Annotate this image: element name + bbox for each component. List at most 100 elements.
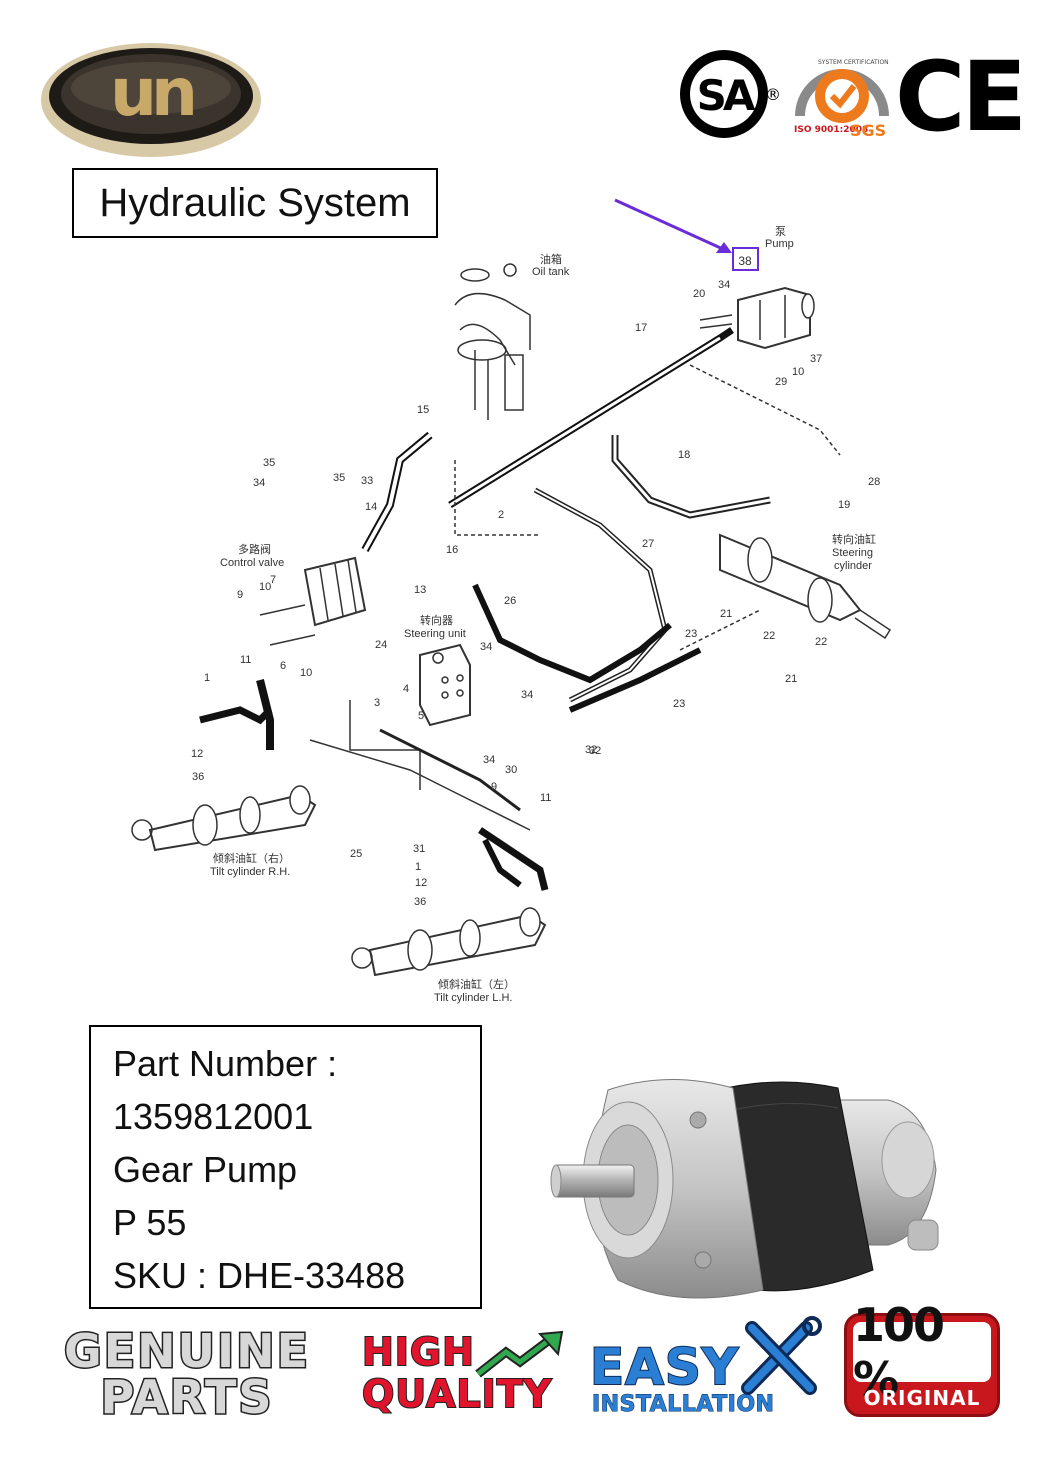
part-number-callout: 20 (693, 288, 705, 300)
part-number-callout: 21 (785, 673, 797, 685)
part-number-callout: 27 (642, 538, 654, 550)
part-number-callout: 16 (446, 544, 458, 556)
label-steering-cylinder-2: cylinder (834, 560, 872, 572)
part-number-callout: 19 (838, 499, 850, 511)
brand-logo-text: un (110, 54, 193, 131)
part-number-callout: 37 (810, 353, 822, 365)
part-number-callout: 10 (792, 366, 804, 378)
original-text: ORIGINAL (863, 1386, 981, 1410)
part-number-callout: 12 (191, 748, 203, 760)
highlight-number: 38 (738, 254, 752, 268)
registered-mark: ® (765, 85, 781, 104)
part-number-callout: 4 (403, 683, 409, 695)
part-number-callout: 11 (540, 792, 551, 804)
original-percent: 100 % (853, 1298, 991, 1406)
part-number-callout: 36 (414, 896, 426, 908)
part-number-callout: 24 (375, 639, 387, 651)
part-number-callout: 1 (204, 672, 210, 684)
part-number-callout: 15 (417, 404, 429, 416)
label-tilt-rh-cn: 倾斜油缸（右） (213, 851, 290, 865)
sgs-label: SGS (850, 121, 886, 140)
part-sku: SKU : DHE-33488 (113, 1255, 406, 1296)
tilt-cylinder-lh (351, 907, 547, 977)
label-tilt-lh: Tilt cylinder L.H. (434, 992, 512, 1004)
high-quality-badge: HIGH QUALITY (358, 1329, 570, 1420)
sgs-iso-badge: SYSTEM CERTIFICATION ISO 9001:2008 SGS (794, 59, 889, 140)
original-badge: 100 % ORIGINAL (844, 1298, 1000, 1417)
part-number-callouts: 34 20 17 37 10 29 15 18 28 19 35 34 35 33 14 2 16 27 7 1 3 10… (191, 279, 880, 908)
part-number-callout: 3 (374, 697, 380, 709)
part-number-callout: 31 (413, 843, 425, 855)
part-number-callout: 22 (763, 630, 775, 642)
hydraulic-diagram: 38 泵 Pump 油箱 Oil tank 多路阀 Control valve … (131, 198, 892, 1004)
part-number-callout: 9 (491, 781, 497, 793)
genuine-parts-badge: GENUINE PARTS (34, 1323, 340, 1426)
ce-mark-text: CE (895, 41, 1023, 153)
trend-up-icon (475, 1330, 564, 1378)
part-number-callout: 9 (237, 589, 243, 601)
oil-tank (454, 263, 531, 420)
control-valve (259, 556, 367, 646)
label-oil-tank-cn: 油箱 (540, 252, 562, 266)
label-tilt-rh: Tilt cylinder R.H. (210, 866, 290, 878)
parts-text: PARTS (99, 1369, 274, 1426)
part-number-value: 1359812001 (113, 1096, 314, 1137)
part-number-callout: 18 (678, 449, 690, 461)
part-number-callout: 22 (815, 636, 827, 648)
part-number-callout: 12 (415, 877, 427, 889)
part-number-callout: 28 (868, 476, 880, 488)
tools-icon (741, 1316, 822, 1395)
label-steering-unit: Steering unit (404, 628, 466, 640)
part-number-label: Part Number : (113, 1043, 338, 1084)
part-number-callout: 34 (483, 754, 495, 766)
installation-text: INSTALLATION (591, 1392, 775, 1418)
label-steering-unit-cn: 转向器 (420, 613, 453, 627)
label-oil-tank: Oil tank (532, 266, 570, 278)
sgs-ring-text: SYSTEM CERTIFICATION (818, 59, 889, 66)
part-number-callout: 23 (673, 698, 685, 710)
part-number-callout: 5 (418, 710, 424, 722)
part-number-callout: 34 (480, 641, 492, 653)
part-name: Gear Pump (113, 1149, 298, 1190)
steering-cylinder (719, 533, 892, 640)
part-number-callout: 11 (240, 654, 251, 666)
part-number-callout: 10 (300, 667, 312, 679)
csa-logo: SA ® (680, 50, 781, 138)
part-number-callout: 33 (361, 475, 373, 487)
part-number-callout: 17 (635, 322, 647, 334)
genuine-text: GENUINE (62, 1323, 311, 1380)
page-title: Hydraulic System (72, 168, 438, 238)
part-number-callout: 35 (263, 457, 275, 469)
part-number-callout: 25 (350, 848, 362, 860)
label-pump-cn: 泵 (775, 225, 786, 238)
part-number-callout: 34 (521, 689, 533, 701)
label-steering-cylinder-cn: 转向油缸 (832, 532, 876, 546)
part-number-callout: 35 (333, 472, 345, 484)
part-number-callout: 21 (720, 608, 732, 620)
part-number-callout: 26 (504, 595, 516, 607)
part-number-callout: 7 (270, 574, 276, 586)
part-number-callout: 32 (585, 744, 597, 756)
easy-installation-badge: EASY INSTALLATION (586, 1316, 826, 1422)
label-pump: Pump (765, 238, 794, 250)
steering-unit (419, 643, 471, 727)
label-tilt-lh-cn: 倾斜油缸（左） (438, 977, 515, 991)
part-number-callout: 2 (498, 509, 504, 521)
tilt-cylinder-rh (131, 785, 317, 852)
part-number-callout: 10 (259, 581, 271, 593)
highlight-callout: 38 (614, 198, 759, 271)
quality-text: QUALITY (361, 1371, 553, 1417)
high-text: HIGH (361, 1329, 475, 1375)
part-number-callout: 14 (365, 501, 377, 513)
label-control-valve-cn: 多路阀 (238, 542, 271, 556)
gear-pump-image (550, 1079, 939, 1299)
part-model: P 55 (113, 1202, 187, 1243)
part-number-callout: 29 (775, 376, 787, 388)
label-steering-cylinder-1: Steering (832, 547, 873, 559)
brand-logo: un (41, 43, 261, 157)
part-number-callout: 30 (505, 764, 517, 776)
part-number-callout: 34 (718, 279, 730, 291)
label-control-valve: Control valve (220, 557, 284, 569)
sgs-iso-text: ISO 9001:2008 (794, 125, 868, 135)
part-number-callout: 36 (192, 771, 204, 783)
